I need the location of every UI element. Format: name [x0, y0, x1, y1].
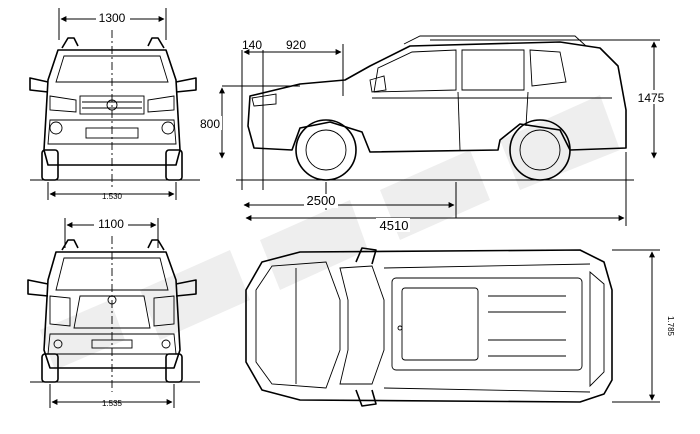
dim-rear-width: 1100 — [98, 217, 124, 231]
dim-front-width: 1300 — [99, 11, 126, 25]
dim-rear-track: 1.535 — [102, 399, 123, 408]
dim-920: 920 — [286, 38, 306, 52]
dim-width: 1.785 — [666, 316, 675, 337]
dim-1475: 1475 — [638, 91, 665, 105]
dim-front-track: 1.530 — [102, 192, 123, 201]
dim-length: 4510 — [380, 218, 409, 233]
dim-140: 140 — [242, 38, 262, 52]
rear-view: 1100 1.535 — [27, 216, 200, 408]
dim-wheelbase: 2500 — [307, 193, 336, 208]
watermark — [40, 95, 620, 370]
side-view: 140 920 800 1475 — [198, 35, 670, 233]
dim-800: 800 — [200, 117, 220, 131]
top-view: 1.785 — [245, 247, 675, 407]
front-view: 1300 1.530 — [29, 8, 200, 201]
